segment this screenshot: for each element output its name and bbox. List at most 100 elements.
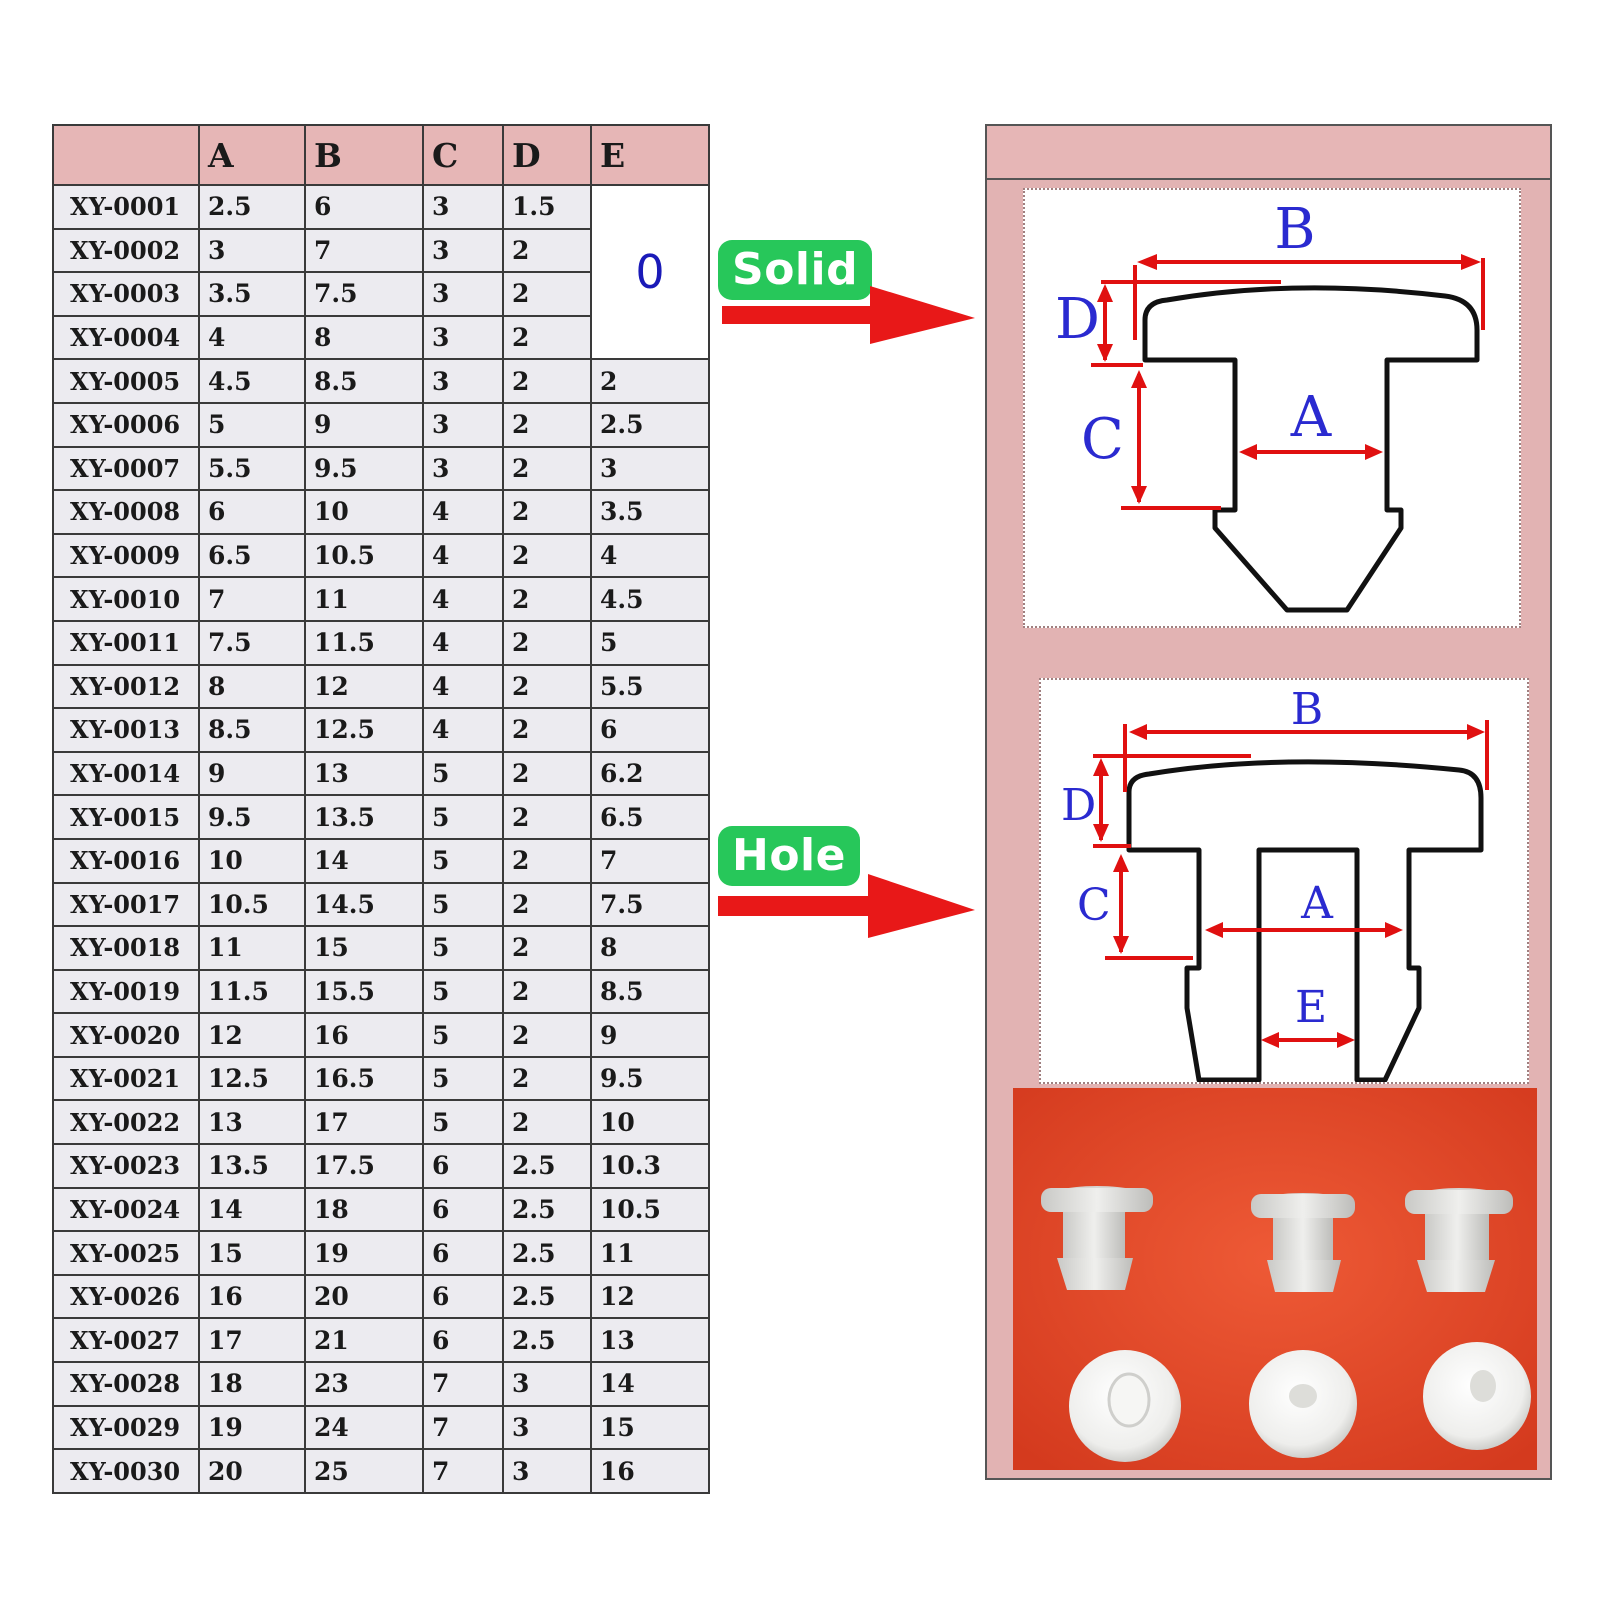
cell-a: 8 <box>198 663 306 710</box>
solid-label: Solid <box>718 240 873 300</box>
cell-a: 14 <box>198 1186 306 1233</box>
part-code-cell: XY-0022 <box>52 1099 200 1146</box>
cell-a: 2.5 <box>198 184 306 230</box>
plug-top-1 <box>1069 1350 1181 1462</box>
part-code-cell: XY-0002 <box>52 227 200 274</box>
cell-a: 6.5 <box>198 532 306 579</box>
cell-b: 13 <box>304 750 424 797</box>
cell-e: 5 <box>590 619 710 666</box>
cell-b: 9.5 <box>304 445 424 492</box>
cell-d: 1.5 <box>502 184 592 230</box>
cell-b: 21 <box>304 1317 424 1364</box>
cell-a: 12.5 <box>198 1055 306 1102</box>
cell-b: 12.5 <box>304 707 424 753</box>
part-code-cell: XY-0001 <box>52 184 200 230</box>
cell-d: 3 <box>502 1361 592 1407</box>
product-photo <box>1013 1088 1537 1470</box>
cell-b: 8 <box>304 314 424 361</box>
cell-a: 18 <box>198 1361 306 1407</box>
cell-d: 3 <box>502 1448 592 1494</box>
cell-e: 2 <box>590 358 710 404</box>
solid-d-arrow-bottom <box>1097 344 1113 362</box>
hole-c-arrow-top <box>1113 854 1129 872</box>
plug-side-1 <box>1041 1186 1153 1290</box>
cell-e: 9.5 <box>590 1055 710 1102</box>
part-code-cell: XY-0025 <box>52 1230 200 1276</box>
hole-a-arrow-right <box>1385 922 1403 938</box>
cell-b: 18 <box>304 1186 424 1233</box>
cell-a: 11.5 <box>198 968 306 1015</box>
cell-e: 5.5 <box>590 663 710 710</box>
cell-d: 2 <box>502 619 592 666</box>
cell-e: 7.5 <box>590 881 710 928</box>
cell-d: 2 <box>502 227 592 274</box>
part-code-cell: XY-0009 <box>52 532 200 579</box>
cell-b: 11 <box>304 576 424 622</box>
hole-e-arrow-right <box>1337 1032 1355 1048</box>
solid-a-arrow-right <box>1365 444 1383 460</box>
cell-e: 2.5 <box>590 401 710 448</box>
cell-d: 2 <box>502 401 592 448</box>
cell-a: 16 <box>198 1273 306 1320</box>
cell-d: 2 <box>502 707 592 753</box>
cell-e: 4.5 <box>590 576 710 622</box>
solid-b-label: B <box>1274 197 1315 262</box>
solid-c-label: C <box>1081 407 1124 472</box>
cell-c: 6 <box>422 1186 504 1233</box>
part-code-cell: XY-0015 <box>52 794 200 840</box>
solid-plug-diagram: B D C A <box>1023 188 1521 628</box>
cell-d: 2 <box>502 968 592 1015</box>
cell-e: 8 <box>590 925 710 971</box>
solid-d-label: D <box>1055 287 1100 352</box>
cell-b: 15.5 <box>304 968 424 1015</box>
header-a: A <box>198 124 306 186</box>
cell-b: 17.5 <box>304 1143 424 1189</box>
cell-e: 11 <box>590 1230 710 1276</box>
part-code-cell: XY-0028 <box>52 1361 200 1407</box>
cell-d: 3 <box>502 1404 592 1451</box>
hole-a-arrow-left <box>1205 922 1223 938</box>
cell-d: 2 <box>502 663 592 710</box>
part-code-cell: XY-0010 <box>52 576 200 622</box>
cell-c: 5 <box>422 750 504 797</box>
header-d: D <box>502 124 592 186</box>
cell-a: 10 <box>198 837 306 884</box>
part-code-cell: XY-0020 <box>52 1012 200 1058</box>
cell-a: 8.5 <box>198 707 306 753</box>
cell-d: 2.5 <box>502 1317 592 1364</box>
cell-a: 4 <box>198 314 306 361</box>
cell-c: 6 <box>422 1317 504 1364</box>
cell-a: 12 <box>198 1012 306 1058</box>
part-code-cell: XY-0003 <box>52 271 200 317</box>
cell-a: 17 <box>198 1317 306 1364</box>
plug-side-2 <box>1251 1193 1355 1292</box>
hole-b-label: B <box>1291 684 1323 735</box>
cell-e: 3 <box>590 445 710 492</box>
cell-e: 3.5 <box>590 489 710 535</box>
cell-d: 2 <box>502 1099 592 1146</box>
hole-plug-outline <box>1126 759 1484 1082</box>
cell-b: 6 <box>304 184 424 230</box>
cell-c: 6 <box>422 1273 504 1320</box>
part-code-cell: XY-0016 <box>52 837 200 884</box>
cell-d: 2 <box>502 1012 592 1058</box>
cell-b: 17 <box>304 1099 424 1146</box>
part-code-cell: XY-0007 <box>52 445 200 492</box>
cell-b: 14 <box>304 837 424 884</box>
cell-e: 10.3 <box>590 1143 710 1189</box>
solid-plug-outline <box>1142 285 1480 613</box>
cell-b: 9 <box>304 401 424 448</box>
cell-d: 2 <box>502 837 592 884</box>
